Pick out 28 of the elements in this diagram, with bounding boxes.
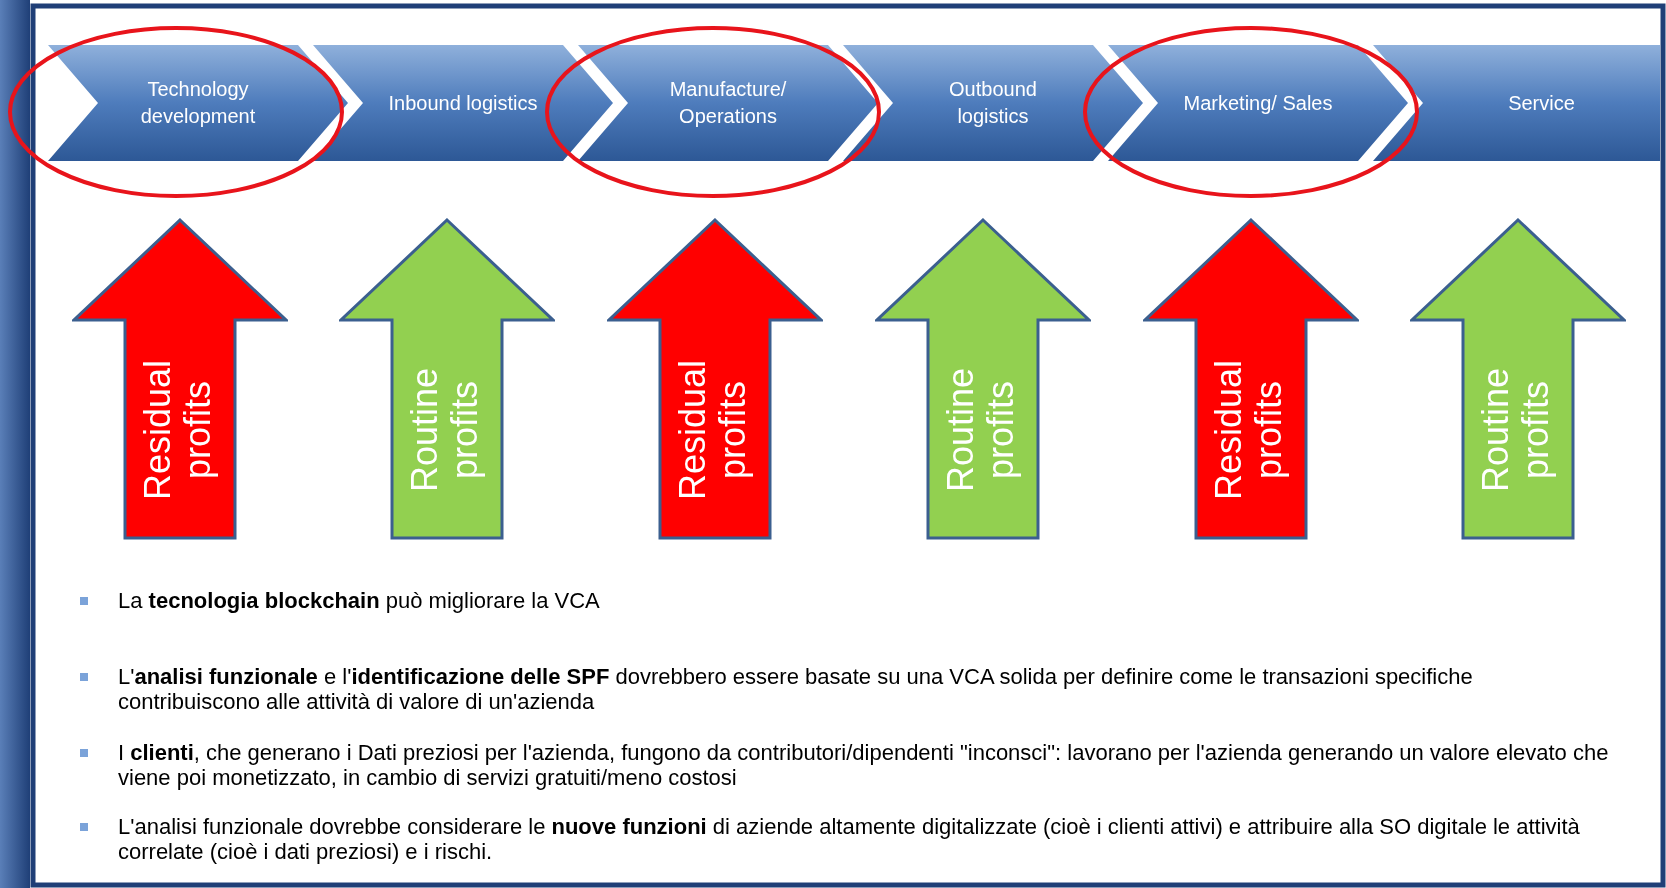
node-label: Residual profits xyxy=(138,358,219,503)
node-label: Residual profits xyxy=(1209,358,1290,503)
value-chain-stage xyxy=(313,45,613,161)
value-chain-stage xyxy=(48,45,348,161)
node-label: Routine profits xyxy=(1476,366,1557,495)
bullet-text: I clienti, che generano i Dati preziosi per l'azienda, fungono da contributori/dipendenti "inconsci": lavorano per l'azienda generando un valore elevato che viene poi monetizzato, in cambio di servizi gratuiti/meno costosi xyxy=(118,740,1610,791)
node-label: Technology development xyxy=(139,77,257,129)
bullet-text: L'analisi funzionale e l'identificazione delle SPF dovrebbero essere basate su una VCA solida per definire come le transazioni specifiche contribuiscono alle attività di valore di un'azienda xyxy=(118,664,1474,715)
value-chain-stage xyxy=(578,45,878,161)
bullet-text: La tecnologia blockchain può migliorare la VCA xyxy=(118,588,601,614)
profit-marker xyxy=(72,218,288,540)
value-chain-stage xyxy=(843,45,1143,161)
node-label: Marketing/ Sales xyxy=(1182,90,1334,116)
profit-marker xyxy=(1143,218,1359,540)
profit-marker xyxy=(875,218,1091,540)
profit-marker xyxy=(339,218,555,540)
profit-marker xyxy=(1410,218,1626,540)
node-label: Manufacture/ Operations xyxy=(668,77,788,129)
profit-marker xyxy=(607,218,823,540)
node-label: Inbound logistics xyxy=(387,90,539,116)
node-label: Service xyxy=(1507,90,1576,116)
node-label: Outbound logistics xyxy=(948,77,1038,129)
node-label: Residual profits xyxy=(673,358,754,503)
value-chain-stage xyxy=(1373,45,1660,161)
bullet-text: L'analisi funzionale dovrebbe considerare le nuove funzioni di aziende altamente digitalizzate (cioè i clienti attivi) e attribuire alla SO digitale le attività correlate (cioè i dati preziosi) e i rischi. xyxy=(118,814,1581,865)
node-label: Routine profits xyxy=(405,366,486,495)
value-chain-stage xyxy=(1108,45,1408,161)
node-label: Routine profits xyxy=(941,366,1022,495)
